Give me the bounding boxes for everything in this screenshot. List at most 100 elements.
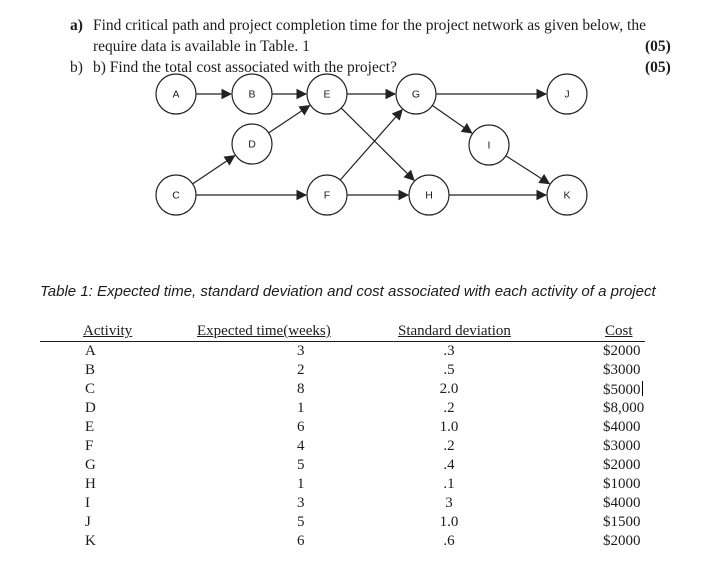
network-node-label-B: B (248, 89, 255, 101)
network-node-label-D: D (248, 139, 256, 151)
table-row: B 2 .5 $3000 (40, 361, 645, 380)
network-edge-E-H (340, 107, 415, 181)
network-node-G (395, 73, 437, 115)
network-node-label-C: C (172, 190, 180, 202)
network-node-label-J: J (564, 89, 569, 101)
question-a-line1: a) Find critical path and project complet… (70, 15, 646, 36)
cell-std: .3 (443, 343, 455, 359)
cell-std: .5 (443, 362, 455, 378)
network-node-F (306, 174, 348, 216)
header-cost: Cost (510, 321, 645, 342)
network-node-label-G: G (412, 89, 420, 101)
cell-cost: $2000 (603, 343, 641, 359)
cell-time: 8 (297, 381, 305, 397)
network-edge-C-D (192, 155, 236, 185)
network-node-label-H: H (425, 190, 433, 202)
network-node-E (306, 73, 348, 115)
cell-std: .2 (443, 400, 455, 416)
question-b-points: (05) (645, 59, 671, 76)
activity-table: Activity Expected time(weeks) Standard d… (40, 321, 645, 551)
network-edge-G-I (432, 104, 473, 134)
table-caption: Table 1: Expected time, standard deviati… (40, 283, 656, 300)
network-node-D (231, 123, 273, 165)
table-row: E 6 1.0 $4000 (40, 418, 645, 437)
table-row: G 5 .4 $2000 (40, 456, 645, 475)
cell-time: 1 (297, 400, 305, 416)
question-b-line: b)b) Find the total cost associated with… (70, 57, 397, 78)
cell-activity: C (85, 381, 96, 397)
question-a-line2: require data is available in Table. 1 (93, 36, 310, 57)
cell-cost: $5000 (510, 380, 645, 399)
activity-table-header: Activity Expected time(weeks) Standard d… (40, 321, 645, 342)
cell-cost: $3000 (603, 362, 641, 378)
cell-time: 6 (297, 419, 305, 435)
cell-std: .1 (443, 476, 455, 492)
network-node-A (155, 73, 197, 115)
cell-cost: $8,000 (603, 400, 645, 416)
network-edge-D-E (268, 105, 311, 134)
cell-time: 6 (297, 533, 305, 549)
cell-cost: $2000 (603, 533, 641, 549)
cell-time: 5 (297, 514, 305, 530)
cell-time: 2 (297, 362, 305, 378)
cell-time: 4 (297, 438, 305, 454)
network-edge-F-G (339, 108, 403, 181)
cell-activity: E (85, 419, 95, 435)
cell-cost: $1500 (603, 514, 641, 530)
cell-cost: $3000 (603, 438, 641, 454)
text-cursor (641, 380, 643, 396)
cell-time: 3 (297, 495, 305, 511)
network-node-label-A: A (172, 89, 179, 101)
table-row: A 3 .3 $2000 (40, 342, 645, 362)
question-a-text1: Find critical path and project completio… (93, 17, 646, 34)
network-edge-I-K (505, 155, 551, 185)
cell-activity: J (85, 514, 91, 530)
question-b-marker: b) (70, 59, 83, 76)
cell-cost: $4000 (603, 419, 641, 435)
cell-activity: D (85, 400, 96, 416)
cell-activity: G (85, 457, 96, 473)
network-node-B (231, 73, 273, 115)
network-edges (192, 88, 551, 201)
network-node-J (546, 73, 588, 115)
cell-activity: H (85, 476, 96, 492)
cell-activity: I (85, 495, 90, 511)
network-node-K (546, 174, 588, 216)
table-row: C 8 2.0 $5000 (40, 380, 645, 399)
cell-cost: $1000 (603, 476, 641, 492)
header-standard-deviation: Standard deviation (390, 321, 511, 342)
cell-std: .2 (443, 438, 455, 454)
cell-time: 3 (297, 343, 305, 359)
cell-std: .4 (443, 457, 455, 473)
cell-cost: $4000 (603, 495, 641, 511)
cell-activity: F (85, 438, 94, 454)
question-a-points: (05) (645, 38, 671, 55)
cell-std: 1.0 (439, 419, 459, 435)
table-row: K 6 .6 $2000 (40, 532, 645, 551)
header-activity: Activity (40, 321, 190, 342)
network-node-label-I: I (488, 140, 491, 152)
cell-activity: K (85, 533, 96, 549)
table-row: F 4 .2 $3000 (40, 437, 645, 456)
cell-std: 2.0 (439, 381, 459, 397)
cell-cost: $2000 (603, 457, 641, 473)
cell-std: .6 (443, 533, 455, 549)
cell-time: 5 (297, 457, 305, 473)
cell-activity: B (85, 362, 96, 378)
network-node-H (408, 174, 450, 216)
header-expected-time: Expected time(weeks) (190, 321, 390, 342)
question-a-text2: require data is available in Table. 1 (93, 38, 310, 55)
network-node-label-F: F (324, 190, 330, 202)
question-a-marker: a) (70, 17, 83, 34)
table-row: D 1 .2 $8,000 (40, 399, 645, 418)
network-node-label-K: K (563, 190, 570, 202)
network-node-C (155, 174, 197, 216)
cell-activity: A (85, 343, 96, 359)
